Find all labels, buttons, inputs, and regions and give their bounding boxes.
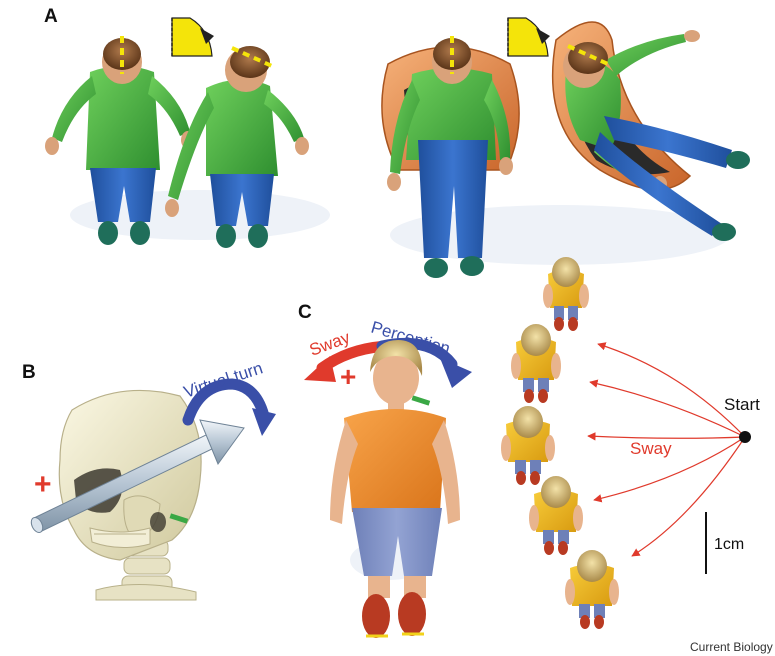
panel-c: Sway Perception + bbox=[304, 318, 472, 638]
minus-sign bbox=[412, 395, 431, 405]
plus-sign: + bbox=[340, 361, 356, 392]
panel-a bbox=[45, 18, 750, 278]
panel-label-b: B bbox=[22, 362, 36, 383]
topdown-figure bbox=[501, 406, 555, 485]
plus-sign: + bbox=[34, 468, 52, 501]
topdown-figure bbox=[511, 324, 561, 403]
topdown-figure bbox=[565, 550, 619, 629]
start-dot bbox=[739, 431, 751, 443]
panel-d: Start Sway bbox=[501, 257, 760, 629]
rotation-wedge-icon bbox=[172, 18, 214, 56]
topdown-figure bbox=[529, 476, 583, 555]
rotation-wedge-icon bbox=[508, 18, 550, 56]
scale-bar-label: 1cm bbox=[714, 536, 744, 553]
start-label: Start bbox=[724, 395, 760, 414]
panel-label-a: A bbox=[44, 6, 58, 27]
sway-label: Sway bbox=[630, 439, 672, 458]
topdown-figure bbox=[543, 257, 589, 331]
journal-credit: Current Biology bbox=[690, 640, 773, 654]
panel-b: Virtual turn + bbox=[29, 358, 276, 600]
panel-label-c: C bbox=[298, 302, 312, 323]
